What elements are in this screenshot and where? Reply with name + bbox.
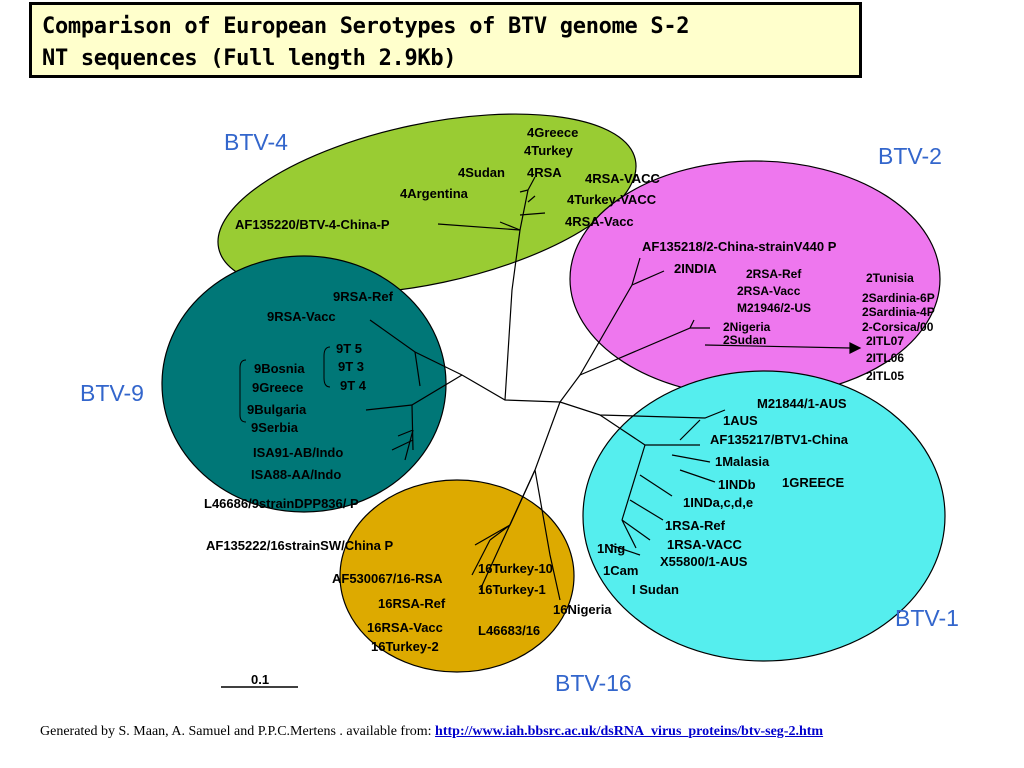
- leaf-label: 2ITL05: [866, 369, 904, 383]
- leaf-label: 9RSA-Ref: [333, 289, 394, 304]
- leaf-label: 1Cam: [603, 563, 638, 578]
- leaf-label: 4Greece: [527, 125, 578, 140]
- leaf-label: 4Turkey-VACC: [567, 192, 657, 207]
- leaf-label: 2Tunisia: [866, 271, 914, 285]
- btv4-ellipse: [217, 113, 637, 295]
- leaf-label: 4RSA: [527, 165, 562, 180]
- leaf-label: 2RSA-Ref: [746, 267, 802, 281]
- leaf-label: 1Nig: [597, 541, 625, 556]
- footer: Generated by S. Maan, A. Samuel and P.P.…: [40, 724, 823, 740]
- leaf-label: L46686/9strainDPP836/ P: [204, 496, 359, 511]
- bracket-9T: [323, 346, 331, 388]
- title-line-1: Comparison of European Serotypes of BTV …: [42, 14, 690, 39]
- leaf-label: ISA88-AA/Indo: [251, 467, 341, 482]
- btv2-label: BTV-2: [878, 143, 942, 169]
- leaf-label: 4RSA-Vacc: [565, 214, 634, 229]
- leaf-label: 16RSA-Vacc: [367, 620, 443, 635]
- leaf-label: M21946/2-US: [737, 301, 811, 315]
- leaf-label: 1INDa,c,d,e: [683, 495, 753, 510]
- leaf-label: 1Malasia: [715, 454, 770, 469]
- tree-branches: [365, 176, 862, 601]
- scale-bar-value: 0.1: [251, 672, 269, 687]
- leaf-label: 1GREECE: [782, 475, 844, 490]
- leaf-label: 16RSA-Ref: [378, 596, 446, 611]
- btv1-ellipse: [582, 370, 946, 662]
- leaf-label: 2ITL06: [866, 351, 904, 365]
- leaf-label: 2Sardinia-6P: [862, 291, 935, 305]
- leaf-label: 1AUS: [723, 413, 758, 428]
- title-line-2: NT sequences (Full length 2.9Kb): [42, 46, 457, 71]
- leaf-label: 16Turkey-2: [371, 639, 439, 654]
- leaf-label: ISA91-AB/Indo: [253, 445, 343, 460]
- leaf-label: AF135217/BTV1-China: [710, 432, 849, 447]
- leaf-label: 9RSA-Vacc: [267, 309, 336, 324]
- scale-bar: 0.1: [221, 672, 298, 688]
- btv4-label: BTV-4: [224, 129, 288, 155]
- btv16-ellipse: [339, 479, 575, 673]
- leaf-label: M21844/1-AUS: [757, 396, 847, 411]
- leaf-label: 16Turkey-10: [478, 561, 553, 576]
- leaf-label: AF135222/16strainSW/China P: [206, 538, 393, 553]
- btv16-label: BTV-16: [555, 670, 632, 696]
- leaf-label: I Sudan: [632, 582, 679, 597]
- btv9-label: BTV-9: [80, 380, 144, 406]
- leaf-label: 9T 5: [336, 341, 362, 356]
- leaf-label: AF135218/2-China-strainV440 P: [642, 239, 837, 254]
- footer-link[interactable]: http://www.iah.bbsrc.ac.uk/dsRNA_virus_p…: [435, 724, 824, 739]
- leaf-label: AF530067/16-RSA: [332, 571, 443, 586]
- title-box: Comparison of European Serotypes of BTV …: [29, 2, 862, 78]
- leaf-label: 9Serbia: [251, 420, 299, 435]
- btv1-label: BTV-1: [895, 605, 959, 631]
- leaf-label: X55800/1-AUS: [660, 554, 748, 569]
- leaf-label: 16Turkey-1: [478, 582, 546, 597]
- leaf-label: 4Turkey: [524, 143, 574, 158]
- leaf-label: 4Sudan: [458, 165, 505, 180]
- footer-text: Generated by S. Maan, A. Samuel and P.P.…: [40, 724, 436, 739]
- leaf-label: 16Nigeria: [553, 602, 612, 617]
- leaf-label: 2RSA-Vacc: [737, 284, 801, 298]
- leaf-label: 2INDIA: [674, 261, 717, 276]
- leaf-label: AF135220/BTV-4-China-P: [235, 217, 390, 232]
- leaf-label: 9Bulgaria: [247, 402, 307, 417]
- leaf-label: 1RSA-VACC: [667, 537, 742, 552]
- leaf-label: 9Greece: [252, 380, 303, 395]
- leaf-label: L46683/16: [478, 623, 540, 638]
- leaf-label: 4RSA-VACC: [585, 171, 660, 186]
- leaf-label: 2-Corsica/00: [862, 320, 934, 334]
- leaf-label: 9T 3: [338, 359, 364, 374]
- leaf-label: 1INDb: [718, 477, 756, 492]
- leaf-label: 2Nigeria: [723, 320, 771, 334]
- bracket-9-balkans: [239, 359, 247, 423]
- leaf-label: 2Sudan: [723, 333, 766, 347]
- leaf-label: 9Bosnia: [254, 361, 305, 376]
- leaf-label: 4Argentina: [400, 186, 469, 201]
- leaf-label: 2Sardinia-4P: [862, 305, 935, 319]
- leaf-label: 9T 4: [340, 378, 367, 393]
- leaf-label: 1RSA-Ref: [665, 518, 726, 533]
- leaf-label: 2ITL07: [866, 334, 904, 348]
